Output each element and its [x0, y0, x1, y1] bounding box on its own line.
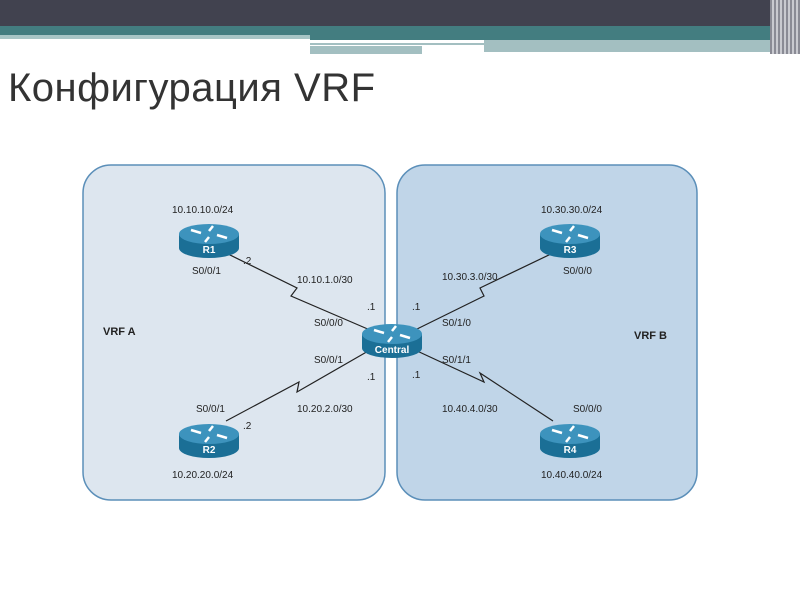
svg-text:R1: R1	[203, 245, 216, 256]
r2-host: .2	[243, 421, 252, 432]
r1-host: .2	[243, 256, 252, 267]
router-r4[interactable]: R4	[538, 422, 602, 460]
router-r1[interactable]: R1	[177, 222, 241, 260]
r3-interface: S0/0/0	[563, 266, 592, 277]
central-host-1: .1	[367, 302, 376, 313]
r4-interface: S0/0/0	[573, 404, 602, 415]
svg-text:R2: R2	[203, 445, 216, 456]
slide-title: Конфигурация VRF	[8, 66, 376, 110]
central-host-4: .1	[412, 370, 421, 381]
central-if-r2: S0/0/1	[314, 355, 343, 366]
router-r3[interactable]: R3	[538, 222, 602, 260]
serial-link-r3	[414, 252, 554, 331]
link4-net: 10.40.4.0/30	[442, 404, 498, 415]
serial-link-r4	[414, 349, 554, 422]
vrf-b-label: VRF B	[634, 330, 667, 342]
header-accent	[770, 0, 800, 54]
header-accent	[310, 43, 484, 45]
r4-lan: 10.40.40.0/24	[541, 470, 603, 481]
central-host-2: .1	[367, 372, 376, 383]
central-if-r1: S0/0/0	[314, 318, 343, 329]
r2-interface: S0/0/1	[196, 404, 225, 415]
svg-text:Central: Central	[375, 345, 410, 356]
header-accent	[0, 26, 800, 35]
svg-text:R3: R3	[564, 245, 577, 256]
header-accent	[484, 40, 770, 52]
link1-net: 10.10.1.0/30	[297, 275, 353, 286]
r1-lan: 10.10.10.0/24	[172, 205, 234, 216]
central-if-r4: S0/1/1	[442, 355, 471, 366]
central-if-r3: S0/1/0	[442, 318, 471, 329]
link2-net: 10.20.2.0/30	[297, 404, 353, 415]
svg-text:R4: R4	[564, 445, 577, 456]
header-accent	[310, 35, 770, 40]
r1-interface: S0/0/1	[192, 266, 221, 277]
router-r2[interactable]: R2	[177, 422, 241, 460]
r3-lan: 10.30.30.0/24	[541, 205, 603, 216]
header-accent	[310, 46, 422, 54]
r2-lan: 10.20.20.0/24	[172, 470, 234, 481]
serial-link-r2	[225, 349, 371, 422]
header-accent	[0, 35, 310, 39]
router-central[interactable]: Central	[360, 322, 424, 360]
vrf-a-label: VRF A	[103, 326, 136, 338]
serial-link-r1	[225, 252, 371, 331]
link3-net: 10.30.3.0/30	[442, 272, 498, 283]
header-bar	[0, 0, 800, 26]
central-host-3: .1	[412, 302, 421, 313]
